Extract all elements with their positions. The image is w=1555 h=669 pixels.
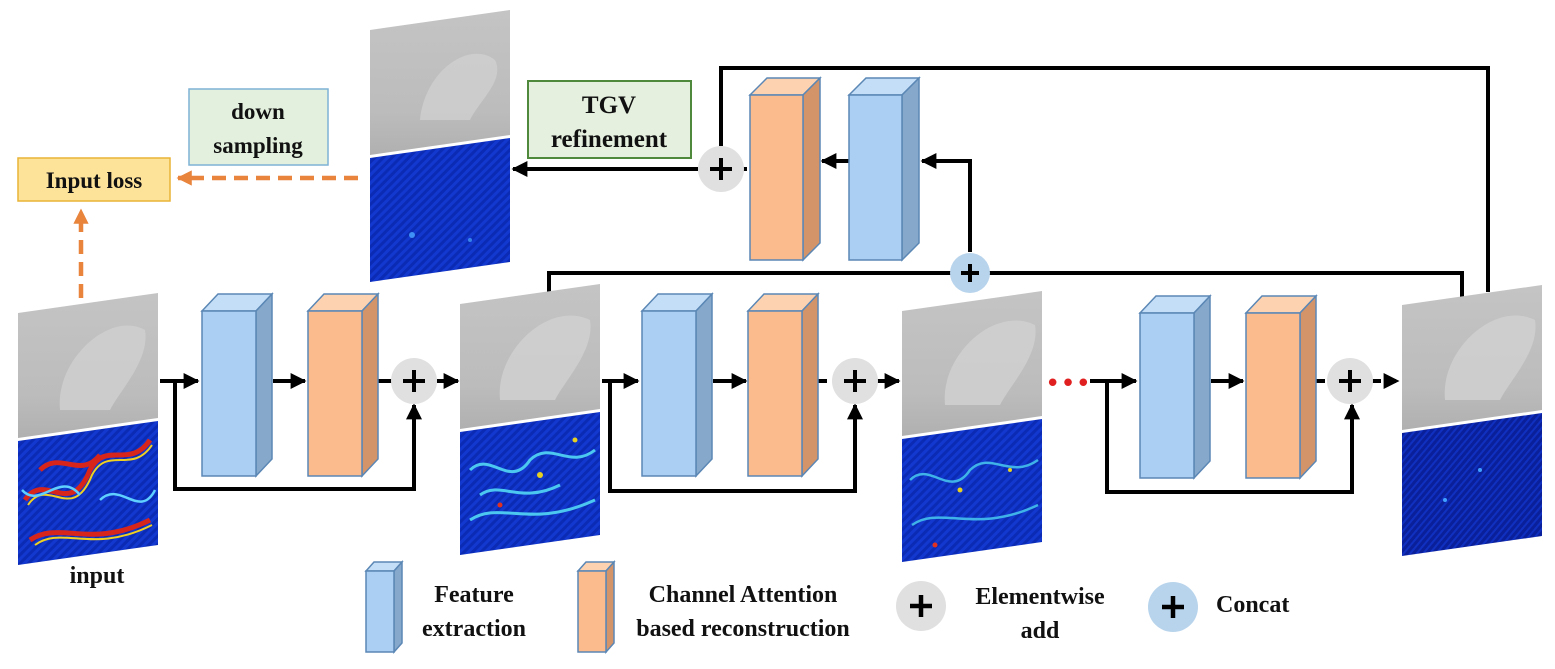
legend-recon-line1: Channel Attention	[649, 582, 838, 608]
down-sampling-box	[188, 88, 329, 166]
input-loss-box	[17, 157, 171, 202]
ellipsis-dots: •••	[1045, 369, 1091, 399]
input-label: input	[70, 563, 125, 589]
tgv-label-line2: refinement	[551, 126, 668, 153]
tgv-label-line1: TGV	[582, 92, 636, 119]
elementwise-add-2	[832, 358, 878, 404]
legend-elementwise-icon	[896, 581, 946, 631]
feature-block-2	[640, 292, 714, 478]
connections	[160, 66, 1490, 494]
feature-block-3	[1138, 294, 1212, 480]
image-top-output	[370, 10, 510, 282]
elementwise-add-3	[1327, 358, 1373, 404]
input-loss-label: Input loss	[46, 168, 143, 193]
legend-feature-line2: extraction	[422, 616, 526, 642]
down-sampling-label-line1: down	[231, 99, 285, 124]
feature-block-1	[200, 292, 274, 478]
reconstruction-block-2	[746, 292, 820, 478]
legend-reconstruction-icon	[576, 560, 616, 654]
legend-concat-icon	[1148, 582, 1198, 632]
legend-recon-line2: based reconstruction	[636, 616, 850, 642]
legend-feature-line1: Feature	[434, 582, 514, 608]
legend-add-line1: Elementwise	[975, 584, 1105, 610]
image-input	[18, 293, 158, 565]
reconstruction-block-1	[306, 292, 380, 478]
legend: Feature extraction Channel Attention bas…	[364, 560, 1289, 654]
concat-node	[950, 253, 990, 293]
reconstruction-block-3	[1244, 294, 1318, 480]
image-stage1-output	[460, 284, 600, 555]
legend-concat-label: Concat	[1216, 592, 1289, 618]
image-final-output	[1402, 285, 1542, 556]
feature-block-top	[847, 76, 921, 262]
loss-arrows	[73, 170, 358, 298]
tgv-refinement-box	[527, 80, 692, 159]
reconstruction-block-top	[748, 76, 822, 262]
elementwise-add-1	[391, 358, 437, 404]
elementwise-add-top	[698, 146, 744, 192]
down-sampling-label-line2: sampling	[213, 133, 303, 158]
legend-feature-icon	[364, 560, 404, 654]
legend-add-line2: add	[1021, 618, 1060, 644]
image-stage2-output	[902, 291, 1042, 562]
